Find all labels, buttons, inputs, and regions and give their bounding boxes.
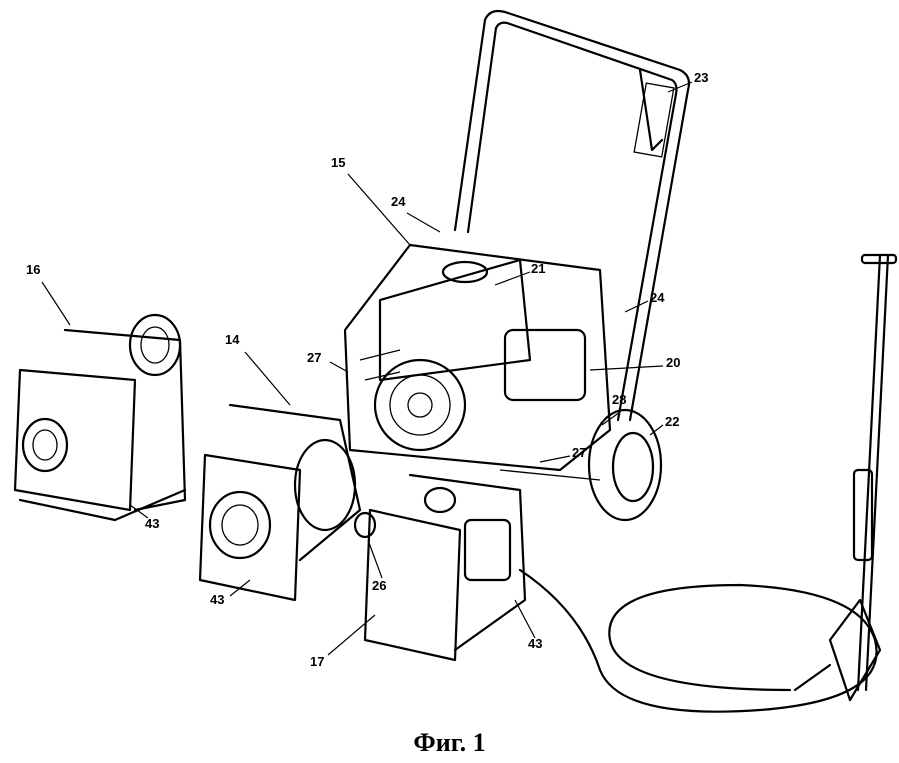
- label-43-generator: 43: [210, 592, 224, 607]
- label-16: 16: [26, 262, 40, 277]
- label-23: 23: [694, 70, 708, 85]
- generator-module: [200, 405, 360, 600]
- label-14: 14: [225, 332, 239, 347]
- label-27-right: 27: [572, 445, 586, 460]
- figure-caption: Фиг. 1: [0, 728, 899, 758]
- pressure-washer-module: [355, 475, 525, 660]
- label-17: 17: [310, 654, 324, 669]
- label-15: 15: [331, 155, 345, 170]
- engine-frame: [345, 245, 610, 480]
- wheel: [589, 410, 661, 520]
- label-27-left: 27: [307, 350, 321, 365]
- label-24-right: 24: [650, 290, 664, 305]
- label-22: 22: [665, 414, 679, 429]
- label-24-left: 24: [391, 194, 405, 209]
- label-43-pump: 43: [145, 516, 159, 531]
- label-43-washer: 43: [528, 636, 542, 651]
- hose-and-lance: [520, 255, 896, 712]
- label-28: 28: [612, 392, 626, 407]
- label-26: 26: [372, 578, 386, 593]
- coupling: [355, 513, 375, 537]
- handle-frame: [455, 11, 689, 420]
- pump-module: [15, 315, 185, 520]
- label-20: 20: [666, 355, 680, 370]
- label-21: 21: [531, 261, 545, 276]
